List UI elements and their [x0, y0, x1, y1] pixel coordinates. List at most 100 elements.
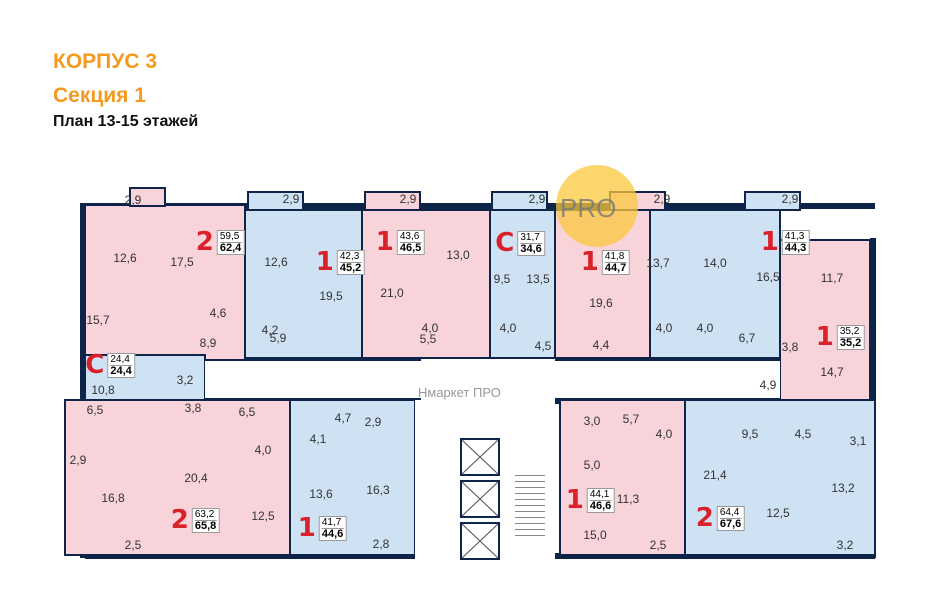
room-area-label: 4,6: [209, 306, 227, 320]
apartment-area: [744, 191, 801, 211]
room-area-label: 19,5: [319, 289, 343, 303]
room-area-label: 17,5: [170, 255, 194, 269]
room-area-label: 2,9: [124, 193, 142, 207]
room-area-label: 5,9: [269, 331, 287, 345]
apartment-area: [361, 209, 491, 359]
apartment-area: [244, 209, 363, 359]
room-count: С: [85, 350, 105, 380]
section-title: Секция 1: [53, 84, 146, 107]
total-area: 46,5: [399, 241, 422, 254]
room-area-label: 11,7: [820, 271, 844, 285]
apartment-area: [779, 239, 871, 406]
room-count: 1: [815, 322, 834, 352]
room-area-label: 12,6: [264, 255, 288, 269]
room-area-label: 15,7: [86, 313, 110, 327]
living-area: 42,3: [339, 250, 360, 262]
room-area-label: 3,2: [176, 373, 194, 387]
room-count: 1: [375, 227, 394, 257]
room-area-label: 4,0: [499, 321, 517, 335]
living-area: 31,7: [520, 231, 540, 243]
corridor: [205, 361, 780, 398]
total-area: 62,4: [219, 241, 242, 254]
room-area-label: 13,6: [309, 487, 333, 501]
watermark-badge: PRO: [560, 193, 617, 223]
room-area-label: 3,8: [184, 401, 202, 415]
apartment-area: [559, 399, 686, 556]
living-area: 43,6: [399, 230, 420, 242]
room-area-label: 2,8: [372, 537, 390, 551]
room-area-label: 13,2: [831, 481, 855, 495]
total-area: 34,6: [520, 242, 542, 255]
wall: [85, 355, 415, 361]
room-area-label: 4,5: [534, 339, 552, 353]
wall: [85, 203, 875, 209]
living-area: 41,8: [604, 250, 625, 262]
room-count: 1: [760, 227, 779, 257]
room-count: 1: [315, 247, 334, 277]
watermark-text: Нмаркет ПРО: [418, 385, 501, 400]
room-area-label: 20,4: [184, 471, 208, 485]
room-area-label: 15,0: [583, 528, 607, 542]
room-area-label: 5,7: [622, 412, 640, 426]
wall: [80, 203, 86, 558]
room-area-label: 2,9: [69, 453, 87, 467]
living-area: 35,2: [839, 325, 860, 337]
apartment-area: [364, 191, 421, 211]
watermark-circle: [556, 165, 638, 247]
room-area-label: 13,7: [646, 256, 670, 270]
room-area-label: 4,0: [655, 427, 673, 441]
room-area-label: 4,2: [261, 323, 279, 337]
elevator-shaft: [460, 438, 500, 476]
wall: [555, 355, 785, 361]
room-area-label: 2,5: [124, 538, 142, 552]
room-area-label: 4,5: [794, 427, 812, 441]
living-area: 63,2: [194, 508, 215, 520]
living-area: 41,7: [321, 516, 342, 528]
room-area-label: 16,8: [101, 491, 125, 505]
room-area-label: 12,5: [766, 506, 790, 520]
room-area-label: 3,8: [781, 340, 799, 354]
building-title: КОРПУС 3: [53, 50, 157, 73]
room-area-label: 9,5: [493, 272, 511, 286]
room-area-label: 21,0: [380, 286, 404, 300]
room-area-label: 13,0: [446, 248, 470, 262]
total-area: 44,7: [604, 261, 627, 274]
living-area: 59,5: [219, 230, 240, 242]
room-area-label: 13,5: [526, 272, 550, 286]
apartment-area: [491, 191, 548, 211]
room-area-label: 12,6: [113, 251, 137, 265]
room-area-label: 21,4: [703, 468, 727, 482]
apartment-area: [684, 399, 876, 556]
room-area-label: 2,9: [528, 192, 546, 206]
apartment-area: [64, 399, 291, 556]
room-area-label: 4,7: [334, 411, 352, 425]
room-area-label: 19,6: [589, 296, 613, 310]
room-area-label: 12,5: [251, 509, 275, 523]
room-area-label: 2,5: [649, 538, 667, 552]
room-area-label: 2,9: [399, 192, 417, 206]
total-area: 45,2: [339, 261, 362, 274]
room-area-label: 10,8: [91, 383, 115, 397]
staircase: [515, 470, 545, 540]
room-count: 2: [195, 227, 214, 257]
room-count: 1: [565, 485, 584, 515]
